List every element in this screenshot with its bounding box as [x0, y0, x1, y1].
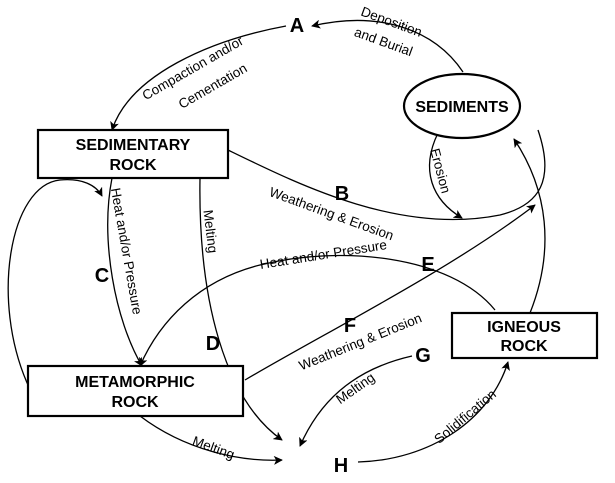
letter-h: H	[334, 455, 348, 477]
arrow-deposition-burial	[311, 19, 464, 73]
arrow-compaction-cementation	[110, 25, 287, 131]
arrow-igneous-to-sediments	[513, 138, 546, 314]
node-metamorphic-rock: METAMORPHIC ROCK	[26, 364, 245, 418]
arrow-melting-d	[199, 177, 283, 441]
label-melting-d: Melting	[200, 209, 220, 254]
node-sedimentary-rock: SEDIMENTARY ROCK	[36, 128, 230, 180]
arrow-sedimentary-loop	[7, 179, 103, 386]
arrow-heat-pressure-e	[139, 254, 496, 367]
letter-d: D	[206, 333, 220, 355]
arrow-weathering-erosion-b	[227, 129, 546, 221]
label-weathering-erosion-b: Weathering & Erosion	[267, 184, 395, 243]
sedimentary-label-line1: SEDIMENTARY	[76, 137, 191, 154]
label-weathering-erosion-f: Weathering & Erosion	[297, 310, 424, 373]
metamorphic-label-line1: METAMORPHIC	[75, 374, 195, 391]
letter-b: B	[335, 183, 349, 205]
arrow-heat-pressure-c	[107, 177, 143, 367]
letter-a: A	[290, 15, 304, 37]
node-sediments: SEDIMENTS	[402, 72, 522, 140]
arrow-weathering-erosion-f	[244, 204, 536, 381]
node-igneous-rock: IGNEOUS ROCK	[450, 311, 599, 360]
arrow-melting-g	[299, 355, 413, 447]
igneous-label-line1: IGNEOUS	[487, 319, 561, 336]
label-heat-pressure-c: Heat and/or Pressure	[108, 187, 145, 316]
letter-e: E	[421, 254, 434, 276]
label-solidification: Solidification	[431, 386, 499, 446]
label-heat-pressure-e: Heat and/or Pressure	[259, 237, 388, 272]
sedimentary-label-line2: ROCK	[109, 157, 157, 174]
letter-c: C	[95, 265, 109, 287]
metamorphic-label-line2: ROCK	[111, 394, 159, 411]
label-erosion: Erosion	[427, 147, 453, 195]
arrow-erosion	[429, 132, 463, 219]
arrow-melting-metamorphic	[139, 415, 283, 465]
sediments-label: SEDIMENTS	[415, 99, 509, 116]
arrow-solidification	[357, 361, 510, 463]
label-melting-g: Melting	[333, 370, 377, 407]
letter-g: G	[415, 345, 431, 367]
letter-f: F	[344, 315, 356, 337]
label-melting-h: Melting	[191, 433, 237, 462]
igneous-label-line2: ROCK	[500, 338, 548, 355]
